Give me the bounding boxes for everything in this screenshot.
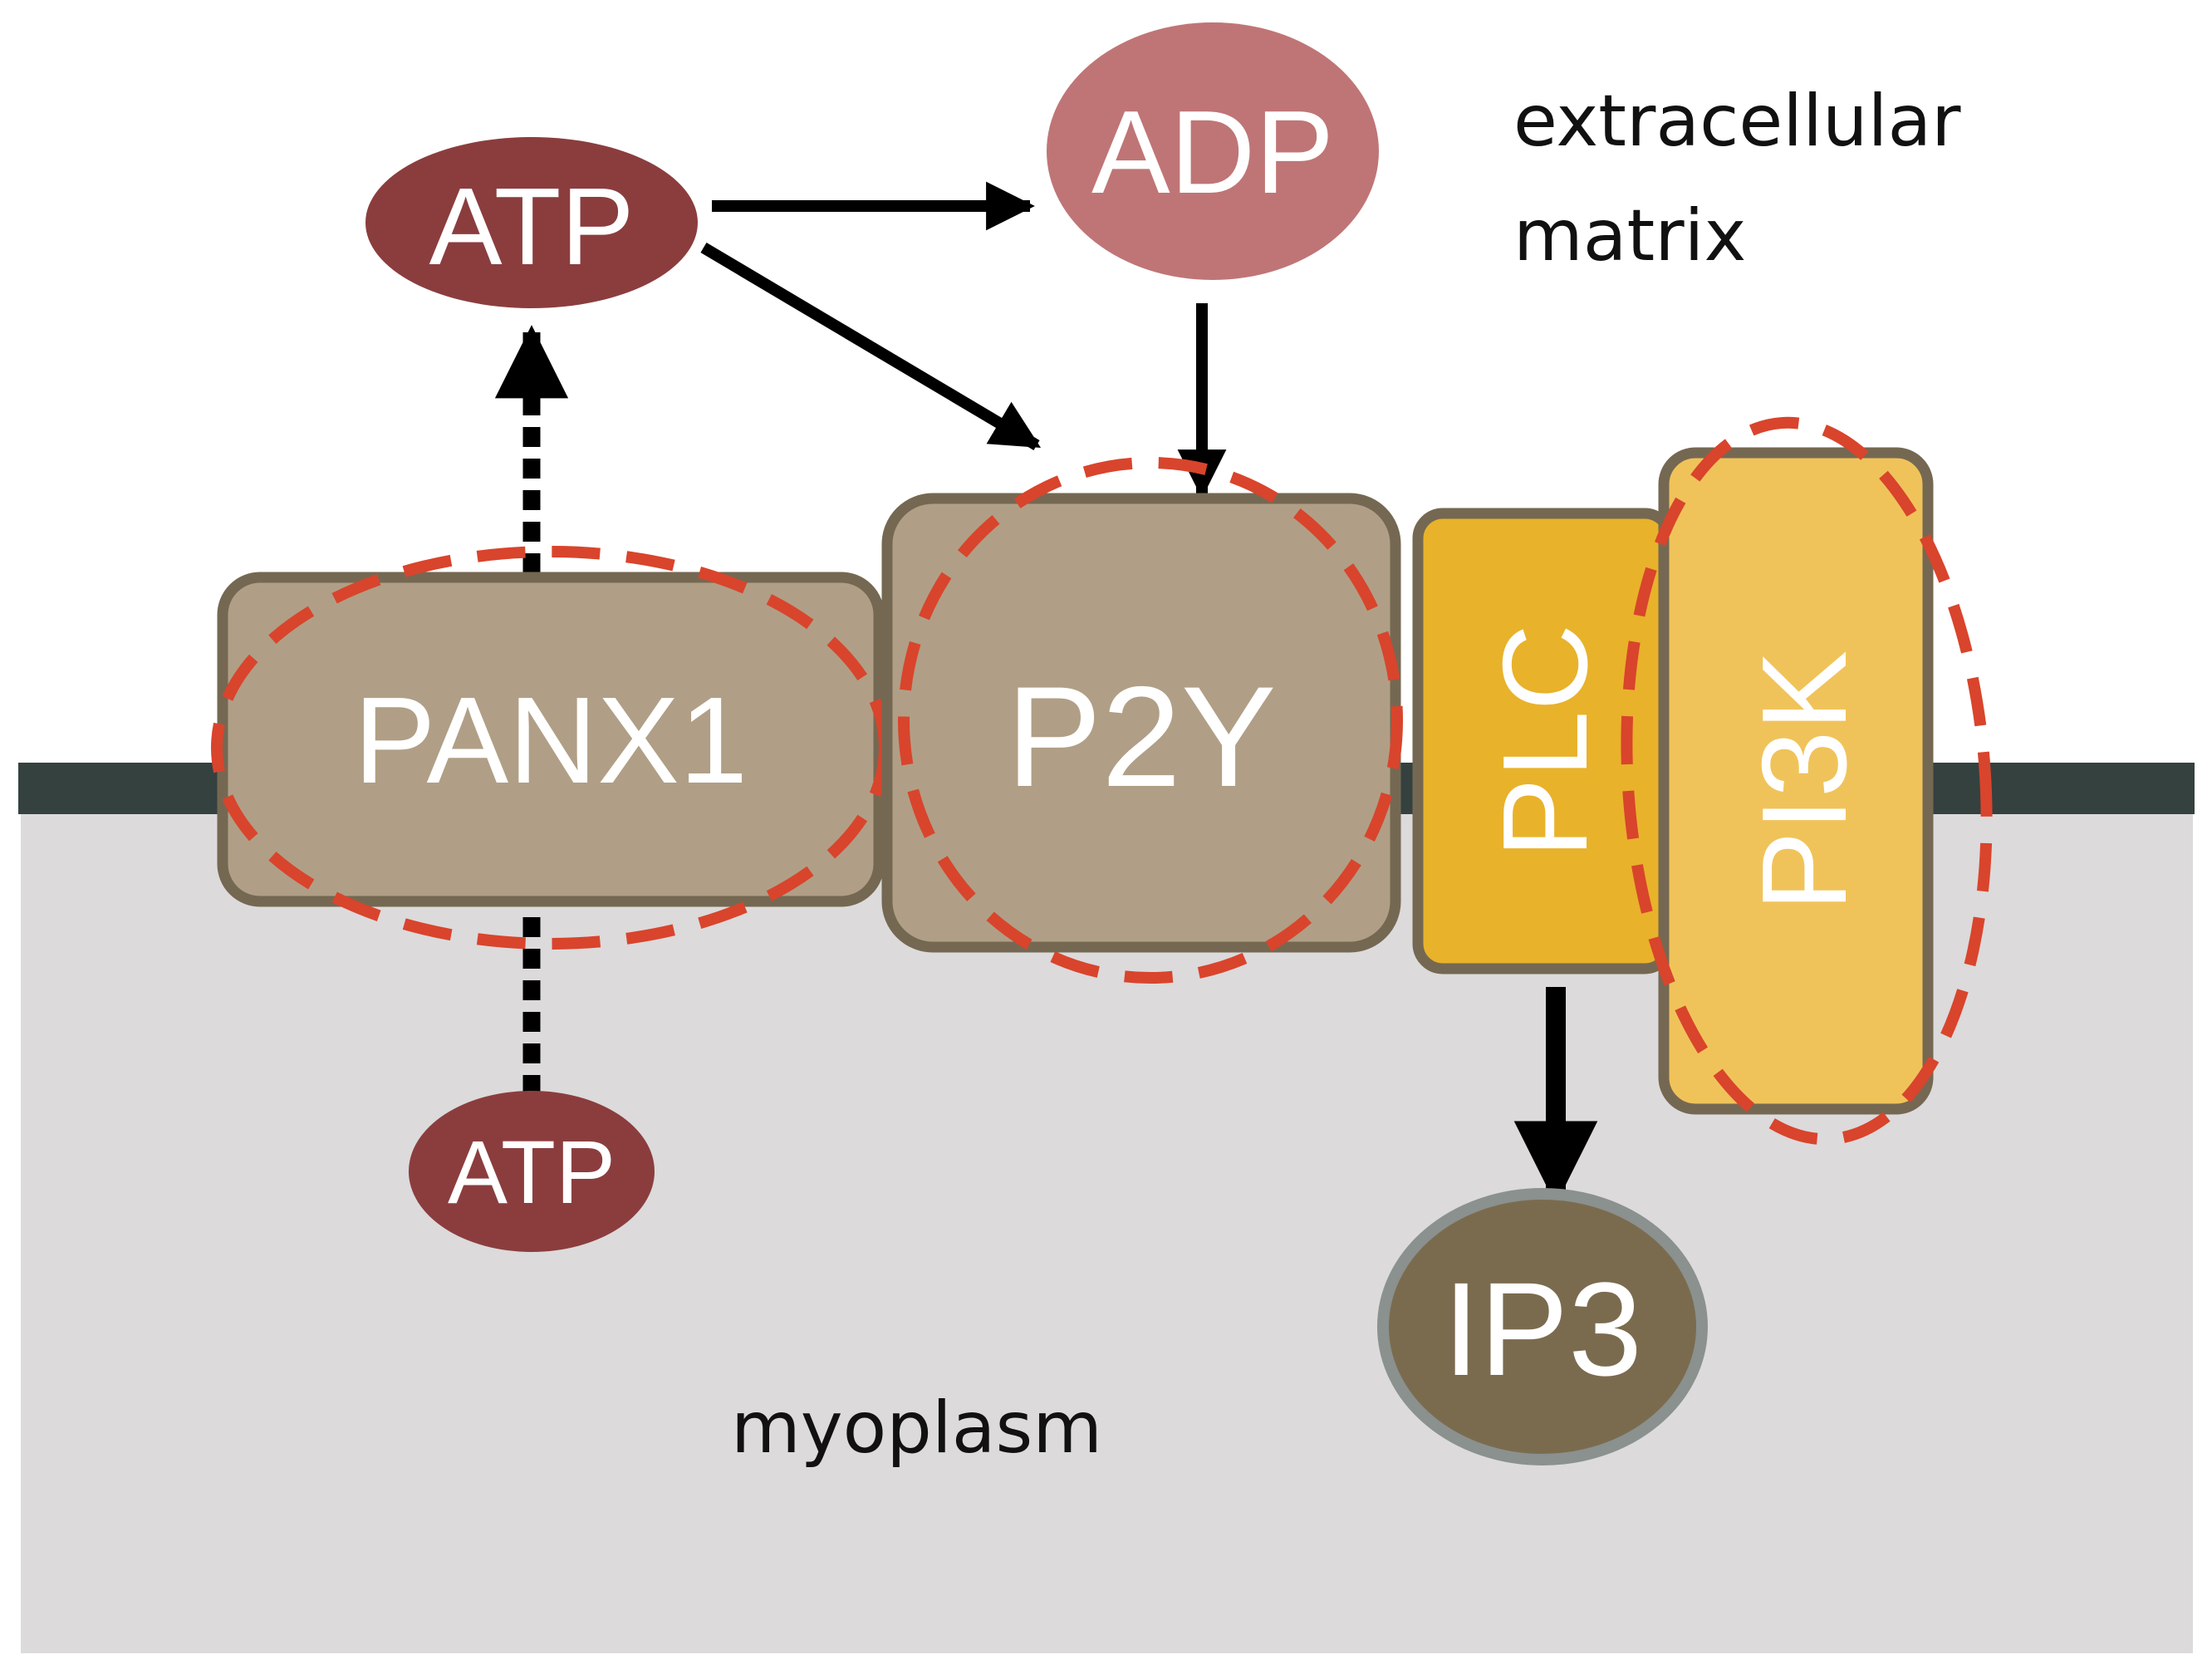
matrix-label: matrix bbox=[1513, 194, 1746, 277]
pi3k-highlight bbox=[1621, 416, 1993, 1146]
extracellular-label: extracellular bbox=[1513, 80, 1961, 163]
adp-node bbox=[1047, 22, 1379, 280]
atp-extracellular-node bbox=[365, 137, 698, 308]
atp-intracellular-node bbox=[409, 1091, 655, 1252]
myoplasm-label: myoplasm bbox=[731, 1387, 1102, 1470]
p2y-highlight bbox=[898, 457, 1403, 984]
ip3-node bbox=[1377, 1188, 1708, 1465]
ip3-label: IP3 bbox=[1443, 1254, 1642, 1403]
plc-label: PLC bbox=[1478, 624, 1612, 858]
p2y-label: P2Y bbox=[1006, 657, 1276, 817]
pi3k-label: PI3K bbox=[1737, 650, 1871, 911]
adp-label: ADP bbox=[1091, 86, 1334, 218]
atp-intracellular-label: ATP bbox=[448, 1122, 616, 1222]
pi3k-box bbox=[1658, 447, 1934, 1115]
atp-extracellular-label: ATP bbox=[429, 165, 635, 287]
atp-to-p2y-arrow bbox=[700, 242, 1042, 451]
panx1-label: PANX1 bbox=[354, 672, 748, 809]
